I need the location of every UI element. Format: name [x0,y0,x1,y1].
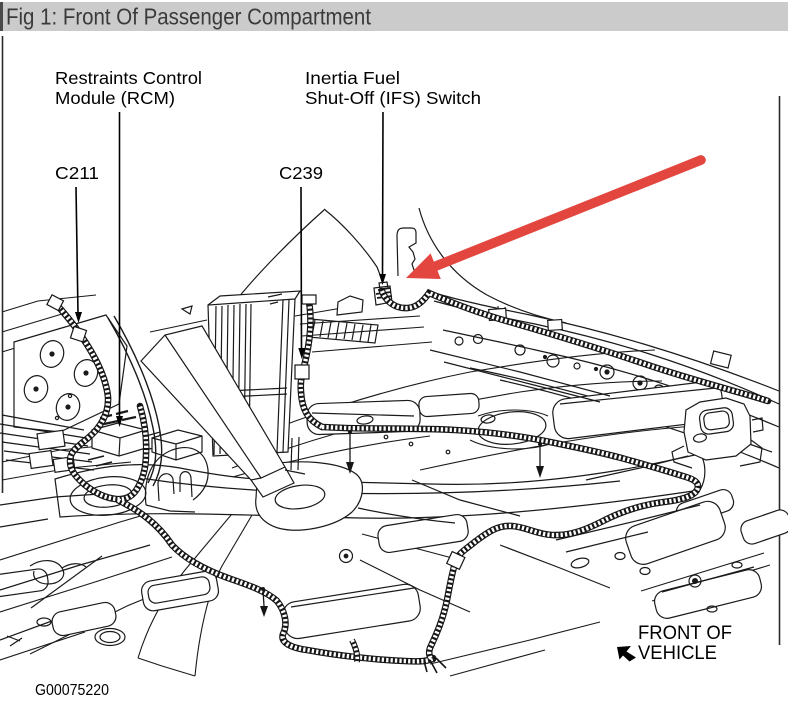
svg-text:FRONT OF: FRONT OF [638,623,732,644]
svg-text:Inertia Fuel: Inertia Fuel [305,68,400,88]
svg-text:C211: C211 [55,163,99,183]
svg-text:Fig 1: Front Of Passenger Comp: Fig 1: Front Of Passenger Compartment [6,4,372,30]
svg-text:C239: C239 [279,163,323,183]
svg-text:Restraints Control: Restraints Control [55,68,202,88]
svg-text:VEHICLE: VEHICLE [638,643,717,664]
svg-text:Shut-Off (IFS) Switch: Shut-Off (IFS) Switch [305,88,481,108]
svg-text:Module (RCM): Module (RCM) [55,88,175,108]
svg-text:G00075220: G00075220 [35,682,109,699]
